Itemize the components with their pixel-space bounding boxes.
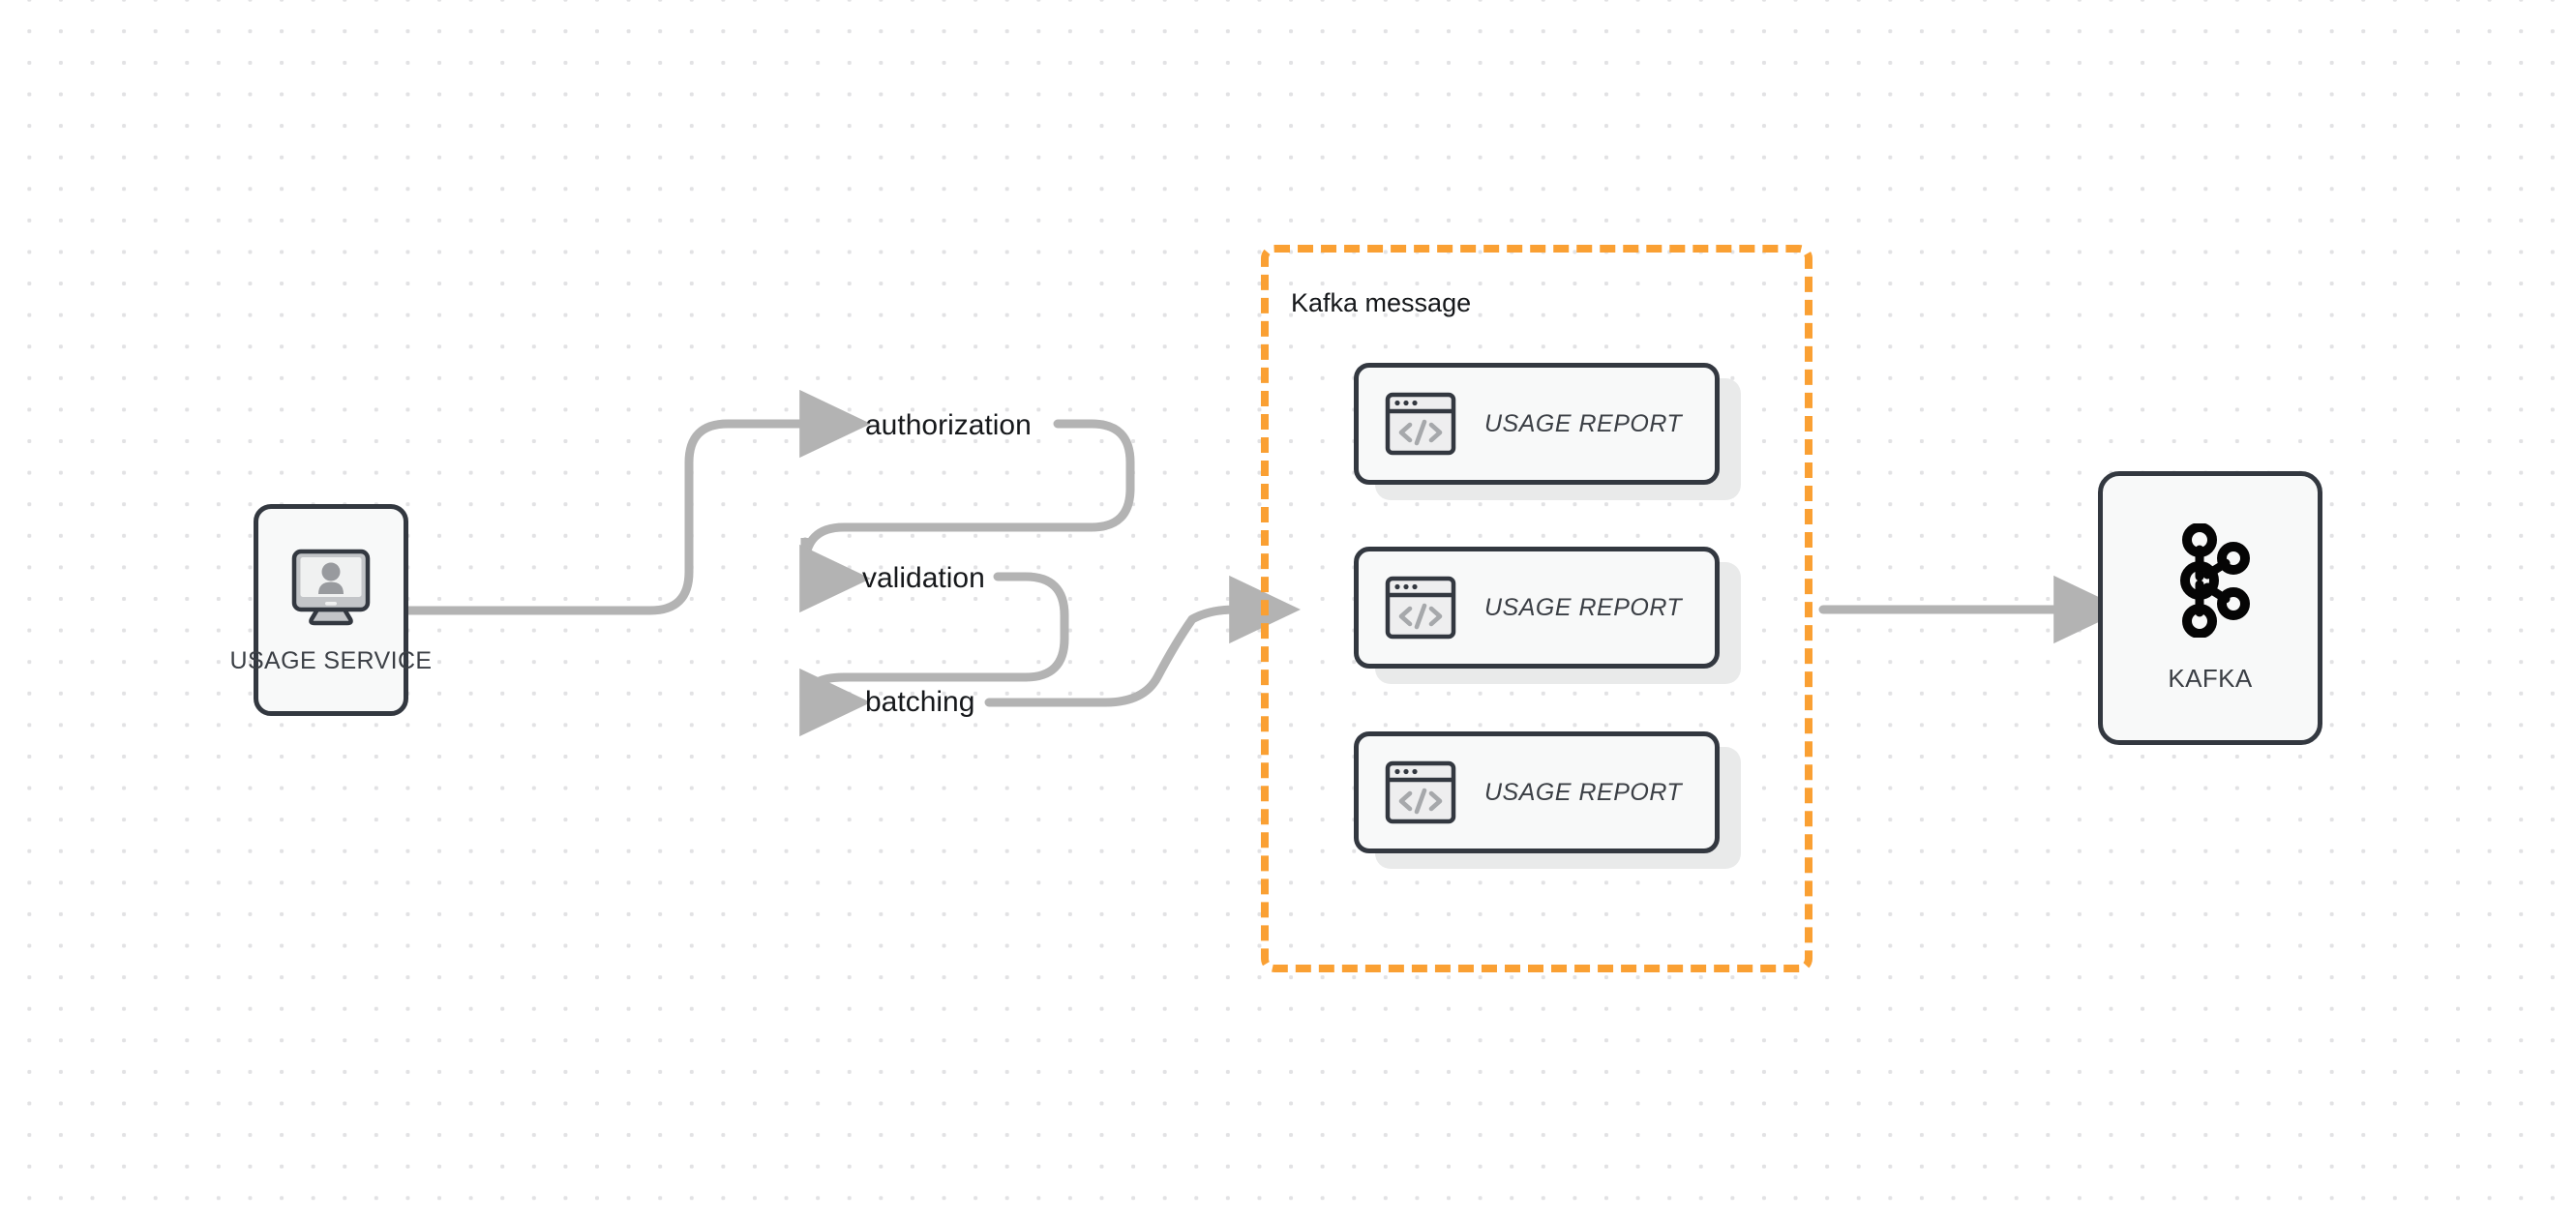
usage-report-card[interactable]: USAGE REPORT: [1354, 731, 1741, 869]
edge-authorization-to-validation-tail: [799, 537, 871, 613]
card-face[interactable]: USAGE REPORT: [1354, 731, 1720, 853]
card-face[interactable]: USAGE REPORT: [1354, 363, 1720, 485]
usage-report-card-label: USAGE REPORT: [1484, 593, 1683, 621]
node-kafka-label: KAFKA: [2168, 663, 2253, 693]
group-kafka-message-title: Kafka message: [1291, 288, 1472, 317]
card-face[interactable]: USAGE REPORT: [1354, 547, 1720, 669]
node-usage-service-label: USAGE SERVICE: [229, 646, 433, 674]
edge-validation-to-batching: [799, 572, 1069, 737]
group-kafka-message[interactable]: [1261, 245, 1812, 972]
step-label-batching[interactable]: batching: [865, 686, 975, 718]
edge-authorization-to-validation: [800, 419, 1135, 581]
usage-report-card[interactable]: USAGE REPORT: [1354, 363, 1741, 500]
node-kafka[interactable]: KAFKA: [2098, 471, 2322, 745]
usage-report-card-label: USAGE REPORT: [1484, 778, 1683, 806]
step-label-validation[interactable]: validation: [862, 562, 985, 594]
step-label-authorization[interactable]: authorization: [865, 409, 1032, 441]
usage-report-card-label: USAGE REPORT: [1484, 409, 1683, 437]
code-window-icon: [1384, 571, 1457, 644]
code-window-icon: [1384, 387, 1457, 461]
usage-report-card[interactable]: USAGE REPORT: [1354, 547, 1741, 684]
edge-batching-to-kafka-message: [984, 575, 1301, 707]
edge-usage-service-to-authorization: [404, 389, 871, 615]
code-window-icon: [1384, 756, 1457, 829]
node-usage-service[interactable]: USAGE SERVICE: [230, 504, 432, 716]
kafka-logo-icon: [2164, 521, 2257, 642]
monitor-user-icon: [286, 546, 375, 632]
